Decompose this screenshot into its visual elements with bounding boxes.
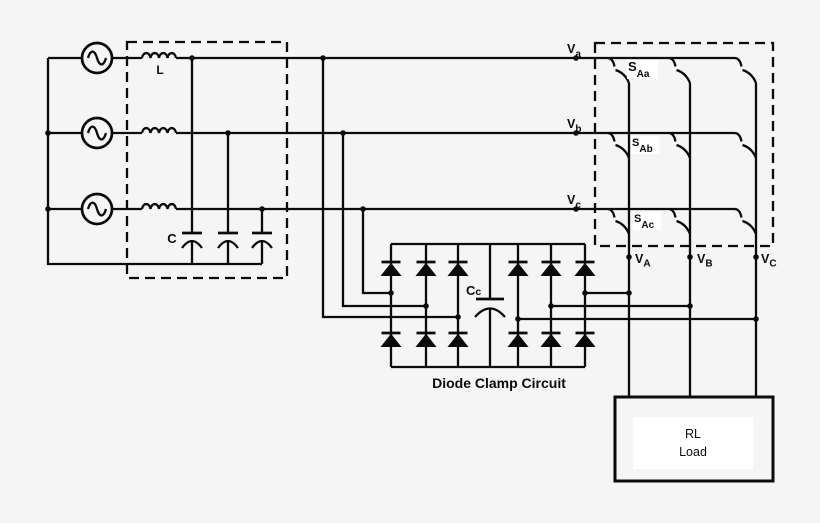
- switch-label-c-bg: [633, 212, 661, 230]
- switch-label-saa: SAa: [628, 59, 650, 80]
- inductor-b: [140, 127, 178, 134]
- phase-c-label: Vc: [567, 193, 581, 211]
- phase-b-label: Vb: [567, 117, 581, 135]
- input-filter-dashed-box: [125, 40, 289, 280]
- output-c-label: VC: [761, 252, 777, 270]
- rl-load-inner-panel: [633, 417, 753, 469]
- rl-load-box: RL Load: [613, 395, 775, 483]
- phase-a-label: Va: [567, 42, 581, 60]
- diode-clamp-circuit: [380, 242, 596, 369]
- upper-diode-row: [380, 260, 596, 276]
- switch-row-c: [607, 207, 758, 235]
- clamp-output-link-wires: [518, 291, 756, 321]
- output-a-label: VA: [635, 252, 651, 270]
- filter-capacitor-c: [251, 209, 273, 264]
- switch-label-sab: SAb: [632, 137, 653, 155]
- lower-diode-row: [380, 331, 596, 347]
- switch-matrix-dashed-box: [593, 41, 775, 248]
- output-column-wires: [627, 83, 758, 397]
- sine-icon: [86, 50, 108, 66]
- phase-b-line: [112, 127, 735, 135]
- source-bus-wires: [46, 56, 262, 266]
- switch-label-a-bg: [627, 60, 658, 79]
- sine-icon: [86, 201, 108, 217]
- switch-row-b: [607, 131, 758, 159]
- clamp-title: Diode Clamp Circuit: [432, 375, 566, 391]
- rl-load-label-line2: Load: [679, 445, 707, 459]
- inductor-a: [140, 52, 178, 59]
- sine-icon: [86, 125, 108, 141]
- junction-dots: [45, 55, 759, 322]
- inductor-c: [140, 203, 178, 210]
- switch-label-sac: SAc: [634, 213, 655, 231]
- inductor-label: L: [156, 63, 163, 77]
- switch-row-a: [607, 56, 758, 84]
- filter-capacitor-label: C: [167, 231, 177, 246]
- clamp-capacitor: [474, 244, 506, 367]
- clamp-capacitor-label: Cc: [466, 283, 481, 298]
- output-b-label: VB: [697, 252, 713, 270]
- clamp-input-tap-wires: [321, 58, 458, 319]
- filter-capacitor-b: [217, 133, 239, 264]
- switch-label-b-bg: [631, 136, 659, 154]
- rl-load-label-line1: RL: [685, 427, 701, 441]
- filter-capacitor-a: [181, 58, 203, 264]
